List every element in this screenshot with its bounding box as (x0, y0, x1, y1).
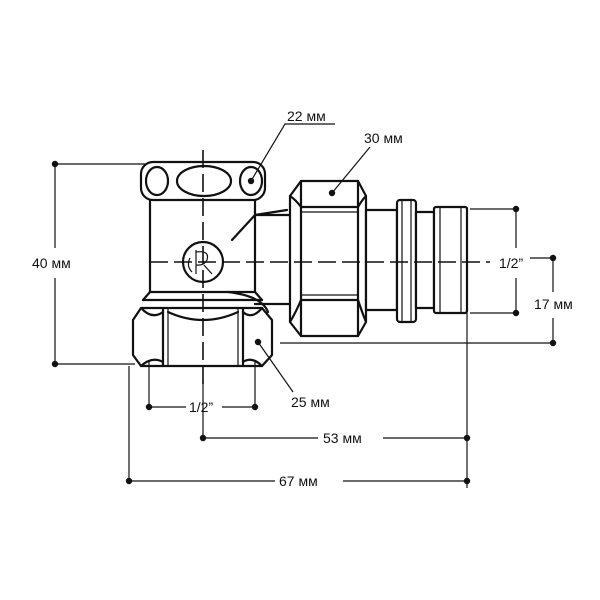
label-height: 40 мм (32, 255, 71, 271)
tailpiece (364, 198, 469, 324)
label-overall-length: 67 мм (279, 473, 318, 489)
dimension-lines (51, 123, 557, 488)
label-axis-to-end: 53 мм (323, 430, 362, 446)
inlet-hex-nut (131, 290, 274, 368)
label-offset-height: 17 мм (534, 296, 573, 312)
label-inlet-thread: 1/2” (189, 399, 213, 415)
label-inlet-nut-size: 25 мм (291, 394, 330, 410)
dimension-labels: 22 мм 30 мм 40 мм 1/2” 17 мм 1/2” 25 мм … (32, 108, 573, 489)
union-hex-nut (288, 179, 368, 338)
label-union-nut-size: 30 мм (364, 130, 403, 146)
label-handwheel-size: 22 мм (287, 108, 326, 124)
label-outlet-thread: 1/2” (499, 255, 523, 271)
valve-body (131, 150, 490, 390)
